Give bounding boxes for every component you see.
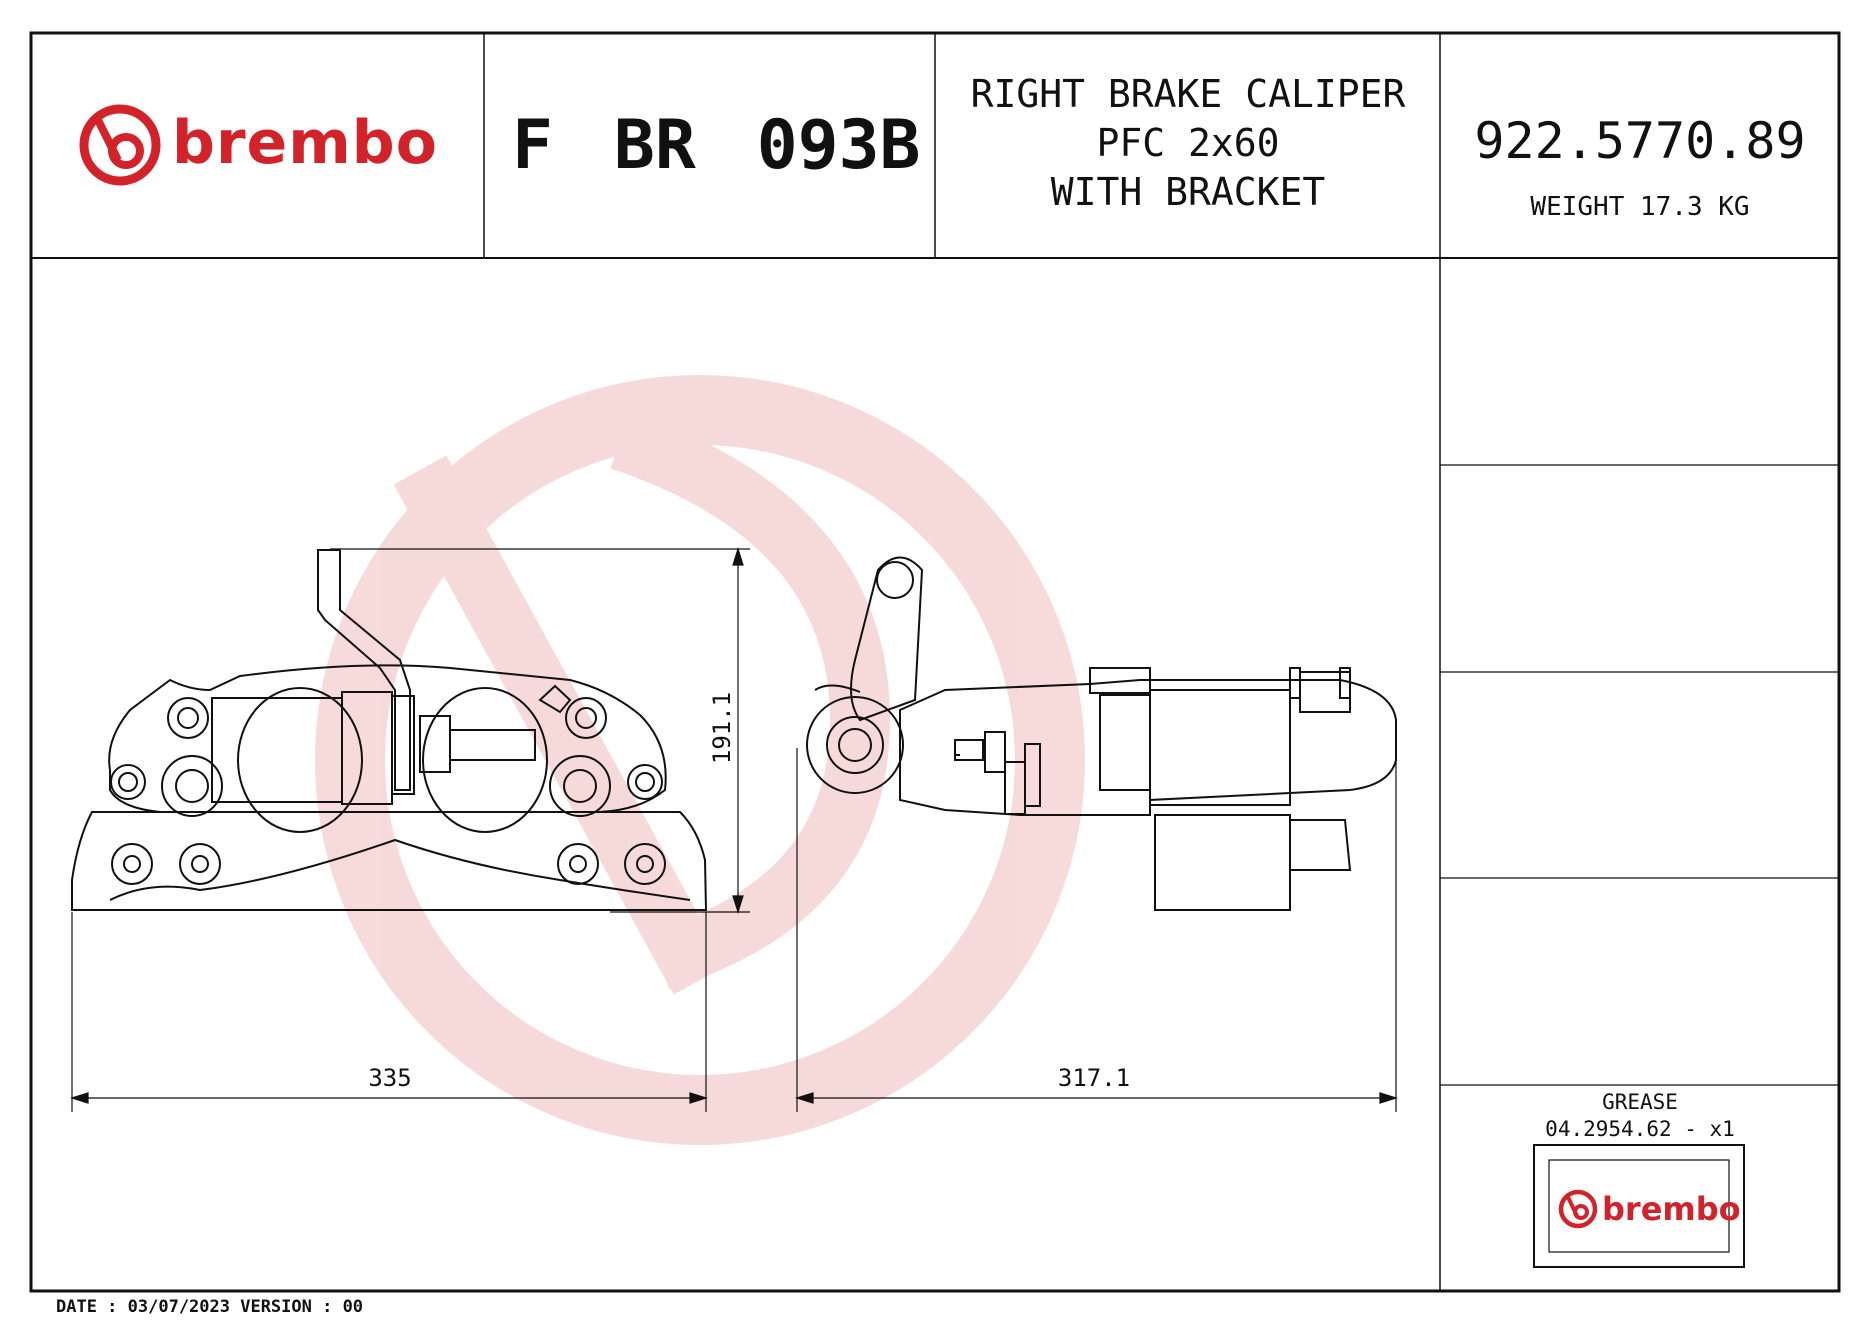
dimension-front-height: 191.1 (708, 691, 736, 765)
grease-code: 04.2954.62 - x1 (1545, 1117, 1735, 1141)
dimension-front-width: 335 (368, 1064, 412, 1092)
grease-brand-wordmark: brembo (1602, 1190, 1741, 1228)
description-line-2: PFC 2x60 (1096, 121, 1280, 165)
product-code: F BR 093B (512, 106, 921, 185)
part-number: 922.5770.89 (1474, 112, 1806, 170)
footer-date-version: DATE : 03/07/2023 VERSION : 00 (56, 1297, 364, 1317)
description-line-1: RIGHT BRAKE CALIPER (970, 72, 1406, 116)
grease-brembo-logo-mark (1558, 1189, 1598, 1229)
weight-label: WEIGHT 17.3 KG (1530, 192, 1750, 222)
brembo-logo-mark (79, 104, 161, 186)
grease-label: GREASE (1602, 1090, 1678, 1114)
caliper-side-view (806, 556, 1397, 911)
caliper-front-view (71, 549, 708, 911)
brand-wordmark: brembo (172, 108, 438, 178)
description-line-3: WITH BRACKET (1050, 170, 1326, 214)
front-dimensions (69, 546, 750, 1112)
dimension-side-width: 317.1 (1057, 1064, 1131, 1092)
grease-box (1533, 1144, 1745, 1268)
side-dimensions (794, 748, 1399, 1112)
